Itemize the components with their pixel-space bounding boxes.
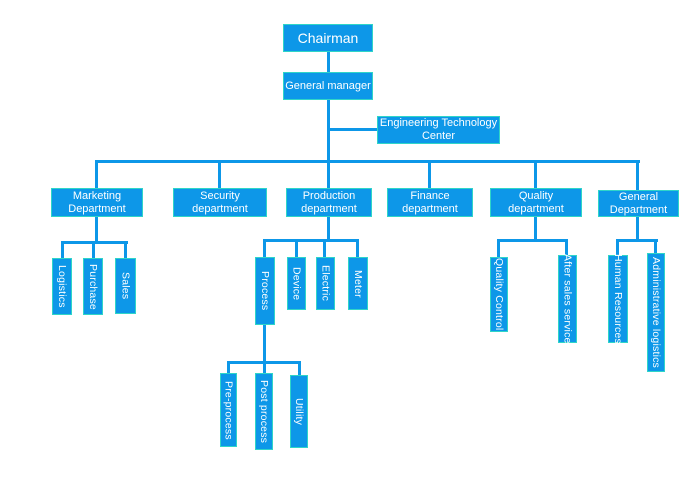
connector-departments-horizontal [95, 160, 640, 163]
connector-drop-production [327, 160, 330, 188]
connector-drop-process [263, 239, 266, 257]
org-node-meter: Meter [348, 257, 368, 310]
org-node-pre-process: Pre-process [220, 373, 237, 447]
org-node-utility: Utility [290, 375, 308, 448]
connector-quality-stem [534, 217, 537, 241]
connector-general-horizontal [616, 239, 658, 242]
org-node-security-department: Security department [173, 188, 267, 217]
connector-drop-meter [356, 239, 359, 257]
connector-drop-after-sales-service [565, 239, 568, 255]
connector-production-horizontal [263, 239, 359, 242]
org-node-quality-department: Quality department [490, 188, 582, 217]
connector-drop-finance [428, 160, 431, 188]
connector-general-manager-trunk [327, 100, 330, 162]
org-node-after-sales-service: After sales service [558, 254, 577, 344]
connector-quality-horizontal [497, 239, 568, 242]
connector-marketing-stem [95, 217, 98, 243]
org-node-device: Device [287, 257, 306, 310]
org-node-general-manager: General manager [283, 72, 373, 100]
connector-process-stem [263, 325, 266, 364]
connector-drop-logistics [61, 241, 64, 258]
connector-chairman-general-manager [327, 52, 330, 72]
org-node-electric: Electric [316, 257, 335, 310]
connector-drop-utility [298, 361, 301, 375]
org-node-sales: Sales [115, 258, 136, 314]
org-node-purchase: Purchase [83, 258, 103, 315]
connector-drop-device [295, 239, 298, 257]
connector-drop-general [636, 160, 639, 190]
connector-engineering-technology-center [328, 128, 378, 131]
connector-general-stem [636, 217, 639, 241]
org-node-marketing-department: Marketing Department [51, 188, 143, 217]
connector-drop-administrative-logistics [654, 239, 657, 253]
org-node-engineering-technology-center: Engineering Technology Center [377, 116, 500, 144]
org-node-quality-control: Quality Control [490, 257, 508, 332]
connector-drop-quality-control [497, 239, 500, 257]
org-node-process: Process [255, 257, 275, 325]
org-node-finance-department: Finance department [387, 188, 473, 217]
connector-drop-security [218, 160, 221, 188]
connector-drop-post-process [263, 361, 266, 373]
org-node-post-process: Post process [255, 373, 273, 450]
connector-production-stem [327, 217, 330, 241]
connector-drop-quality [534, 160, 537, 188]
org-node-administrative-logistics: Administrative logistics [647, 253, 665, 372]
org-node-general-department: General Department [598, 190, 679, 217]
connector-drop-marketing [95, 160, 98, 188]
connector-drop-sales [124, 241, 127, 258]
connector-drop-pre-process [227, 361, 230, 373]
org-node-production-department: Production department [286, 188, 372, 217]
org-node-human-resources: Human Resources [608, 254, 628, 344]
org-node-logistics: Logistics [52, 258, 72, 315]
org-node-chairman: Chairman [283, 24, 373, 52]
connector-drop-purchase [92, 241, 95, 258]
connector-drop-electric [323, 239, 326, 257]
connector-drop-human-resources [616, 239, 619, 255]
